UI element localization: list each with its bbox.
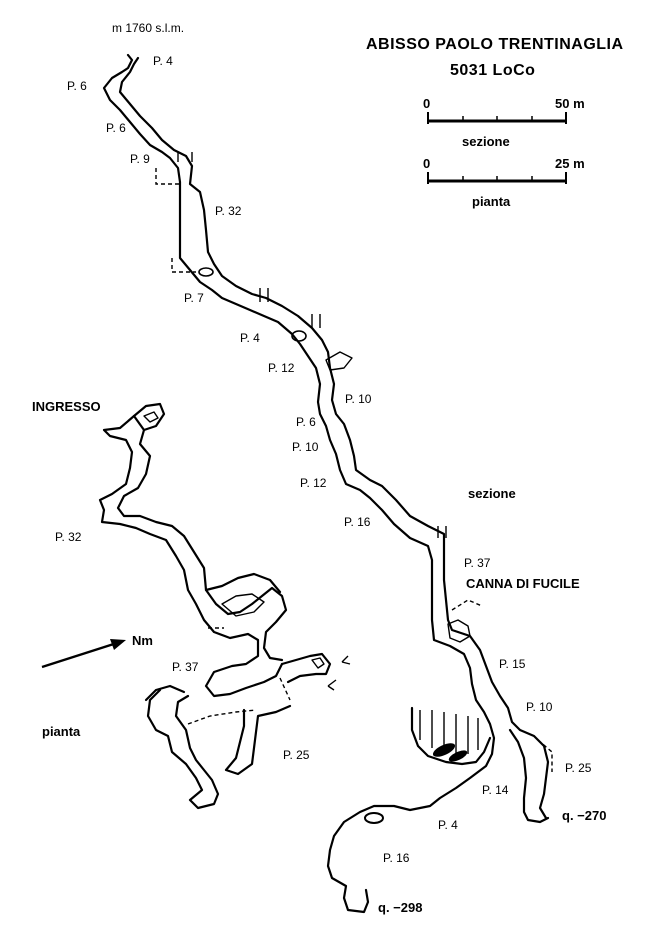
cave-title: ABISSO PAOLO TRENTINAGLIA	[366, 36, 624, 53]
plan-scale-start: 0	[423, 156, 430, 171]
cave-section-profile	[102, 53, 553, 914]
entrance-label: INGRESSO	[32, 399, 101, 414]
pitch-label: P. 14	[482, 783, 509, 797]
pitch-label: P. 10	[345, 392, 372, 406]
plan-pitch-label: P. 32	[55, 530, 82, 544]
cave-code: 5031 LoCo	[450, 62, 535, 79]
section-scale-label: sezione	[462, 134, 510, 149]
plan-scale-bar: 0 25 m pianta	[423, 156, 585, 209]
pitch-label: P. 16	[383, 851, 410, 865]
north-arrow-icon	[41, 639, 126, 669]
pitch-label: P. 7	[184, 291, 204, 305]
pitch-label: P. 32	[215, 204, 242, 218]
section-scale-end: 50 m	[555, 96, 585, 111]
plan-scale-end: 25 m	[555, 156, 585, 171]
pitch-label: P. 4	[240, 331, 260, 345]
pitch-label: P. 6	[296, 415, 316, 429]
plan-pitch-label: P. 25	[283, 748, 310, 762]
pitch-label: P. 10	[526, 700, 553, 714]
cave-plan-view	[98, 402, 351, 810]
pitch-label: P. 25	[565, 761, 592, 775]
plan-pitch-label: P. 37	[172, 660, 199, 674]
pitch-label: P. 6	[67, 79, 87, 93]
section-scale-start: 0	[423, 96, 430, 111]
pitch-label: P. 9	[130, 152, 150, 166]
pitch-label: P. 12	[268, 361, 295, 375]
pitch-label: P. 12	[300, 476, 327, 490]
pitch-label: P. 16	[344, 515, 371, 529]
pitch-label: P. 6	[106, 121, 126, 135]
depth-label: q. −270	[562, 808, 606, 823]
plan-scale-label: pianta	[472, 194, 511, 209]
depth-label: q. −298	[378, 900, 422, 915]
section-pitch-labels: P. 4 P. 6 P. 6 P. 9 P. 32 P. 7 P. 4 P. 1…	[67, 54, 592, 865]
pitch-label: P. 10	[292, 440, 319, 454]
section-view-label: sezione	[468, 486, 516, 501]
entrance-altitude: m 1760 s.l.m.	[112, 21, 184, 35]
pitch-label: P. 37	[464, 556, 491, 570]
named-pitch-label: CANNA DI FUCILE	[466, 576, 580, 591]
pitch-label: P. 15	[499, 657, 526, 671]
pitch-label: P. 4	[438, 818, 458, 832]
section-scale-bar: 0 50 m sezione	[423, 96, 585, 149]
north-label: Nm	[132, 633, 153, 648]
pitch-label: P. 4	[153, 54, 173, 68]
plan-view-label: pianta	[42, 724, 81, 739]
